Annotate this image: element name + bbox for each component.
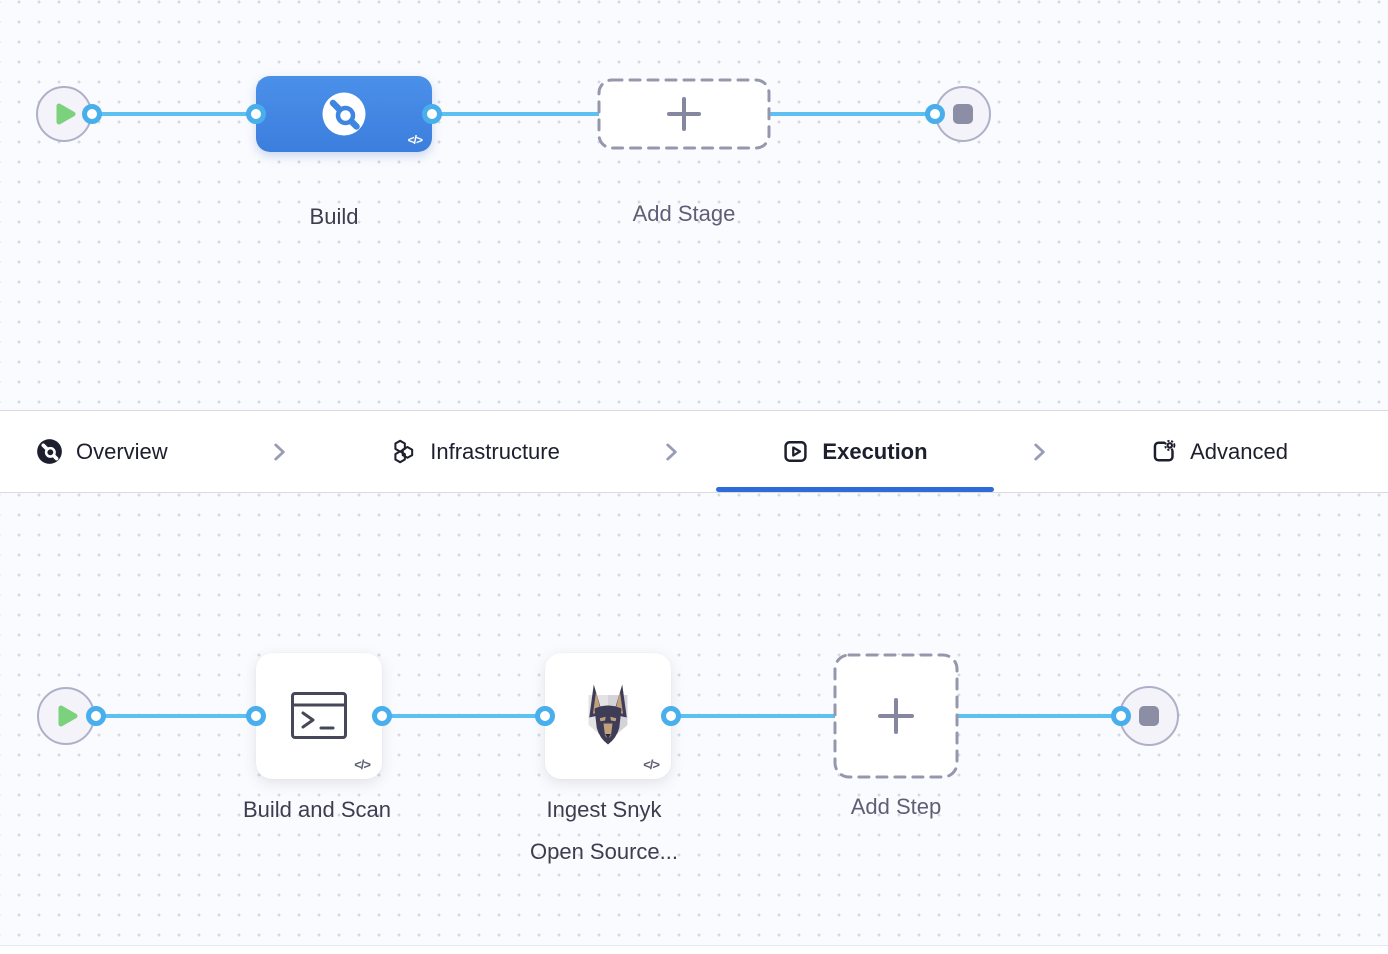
tab-execution[interactable]: Execution: [715, 411, 994, 492]
connector-port[interactable]: [535, 706, 555, 726]
stop-icon: [1139, 706, 1159, 726]
stage-canvas[interactable]: </> Build Add Stage: [0, 0, 1388, 410]
play-icon: [58, 705, 78, 727]
tab-overview[interactable]: Overview: [36, 411, 168, 492]
chevron-right-icon: [1026, 411, 1052, 492]
connector-port[interactable]: [372, 706, 392, 726]
pipeline-edge: [92, 112, 935, 116]
step-label-line1: Ingest Snyk: [546, 797, 662, 822]
infrastructure-icon: [394, 439, 414, 464]
code-template-badge[interactable]: </>: [643, 757, 660, 772]
connector-port[interactable]: [246, 104, 266, 124]
plus-icon: [878, 698, 914, 734]
plus-icon: [667, 97, 701, 131]
overview-icon: [37, 439, 62, 464]
add-stage-label: Add Stage: [632, 201, 736, 226]
step-label: Ingest Snyk Open Source...: [474, 789, 734, 873]
terminal-icon: [291, 692, 347, 739]
connector-port[interactable]: [86, 706, 106, 726]
snyk-step-node[interactable]: </>: [545, 653, 671, 779]
play-icon: [56, 103, 76, 125]
stage-tab-bar: Overview Infrastructure Execution: [0, 410, 1388, 493]
tab-infrastructure[interactable]: Infrastructure: [390, 411, 560, 492]
bottom-strip: [0, 945, 1388, 954]
build-stage-node[interactable]: </>: [256, 76, 432, 152]
ci-build-icon: [322, 92, 366, 136]
stage-label: Build: [309, 204, 359, 229]
active-tab-underline: [715, 487, 994, 492]
chevron-right-icon: [266, 411, 292, 492]
step-label: Build and Scan: [243, 797, 391, 822]
step-label-line2: Open Source...: [530, 839, 678, 864]
add-stage-button[interactable]: [597, 78, 771, 155]
connector-port[interactable]: [246, 706, 266, 726]
chevron-right-icon: [658, 411, 684, 492]
snyk-doberman-icon: [588, 684, 628, 745]
add-step-label: Add Step: [850, 794, 942, 819]
connector-port[interactable]: [661, 706, 681, 726]
connector-port[interactable]: [1111, 706, 1131, 726]
stop-icon: [953, 104, 973, 124]
add-step-button[interactable]: [833, 653, 959, 784]
tab-label: Overview: [76, 438, 168, 464]
tab-label: Infrastructure: [430, 438, 560, 464]
code-template-badge[interactable]: </>: [407, 133, 423, 147]
tab-label: Execution: [822, 438, 928, 464]
advanced-icon: [1153, 439, 1176, 462]
execution-icon: [784, 441, 808, 462]
tab-advanced[interactable]: Advanced: [1150, 411, 1288, 492]
build-and-scan-step-node[interactable]: </>: [256, 653, 382, 779]
code-template-badge[interactable]: </>: [354, 757, 371, 772]
execution-canvas[interactable]: </> </>: [0, 493, 1388, 945]
connector-port[interactable]: [422, 104, 442, 124]
connector-port[interactable]: [82, 104, 102, 124]
tab-label: Advanced: [1190, 438, 1288, 464]
connector-port[interactable]: [925, 104, 945, 124]
pipeline-start-node: [37, 687, 95, 745]
